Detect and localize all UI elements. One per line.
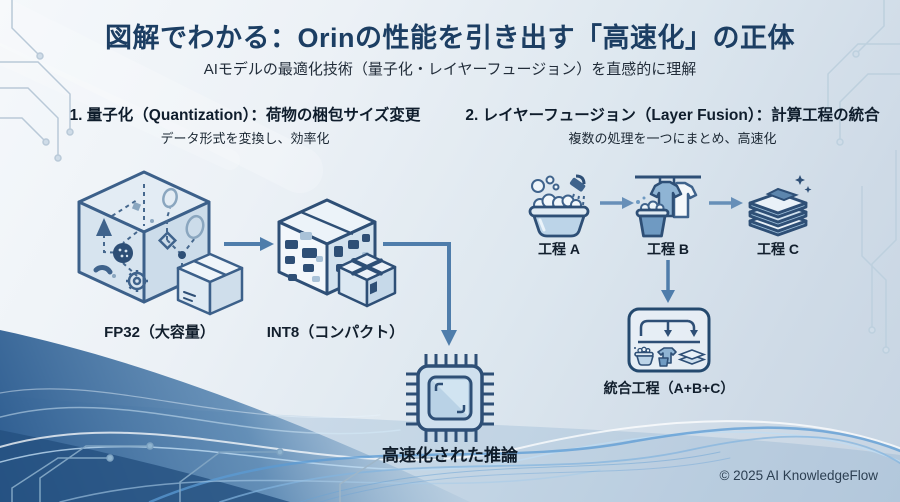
page-title: 図解でわかる：Orinの性能を引き出す「高速化」の正体 [104,23,795,53]
fp32-cube-icon [72,166,247,316]
int8-label: INT8（コンパクト） [266,324,405,341]
quantization-subheading: データ形式を変換し、効率化 [160,131,330,146]
quantize-arrow-icon [222,235,274,253]
process-b-label: 工程 B [647,241,689,257]
process-a-label: 工程 A [538,241,580,257]
copyright-text: © 2025 AI KnowledgeFlow [719,468,878,483]
circuit-traces-right [824,0,900,354]
circuit-traces-bottom-mid [339,454,444,502]
layer-fusion-subheading: 複数の処理を一つにまとめ、高速化 [568,131,777,146]
result-label: 高速化された推論 [382,446,518,465]
merged-process-icon [626,306,712,374]
int8-box-icon [272,196,402,318]
chip-icon [402,350,498,446]
step-arrow-2-icon [707,195,743,211]
merge-down-arrow-icon [659,258,677,304]
quantization-heading: 1. 量子化（Quantization）：荷物の梱包サイズ変更 [69,107,421,124]
page-subtitle: AIモデルの最適化技術（量子化・レイヤーフュージョン）を直感的に理解 [203,61,697,78]
circuit-traces-bottom-left [11,442,284,502]
layer-fusion-heading: 2. レイヤーフュージョン（Layer Fusion）：計算工程の統合 [465,107,880,124]
process-a-basin-icon [526,172,592,240]
fp32-label: FP32（大容量） [104,324,215,341]
process-b-laundry-icon [633,170,703,240]
process-c-towels-icon [744,172,812,238]
to-chip-arrow-icon [381,230,465,352]
process-c-label: 工程 C [757,241,799,257]
step-arrow-1-icon [598,195,634,211]
merged-process-label: 統合工程（A+B+C） [603,380,735,396]
wave-lines [0,388,900,502]
circuit-traces-top-left [0,0,74,162]
